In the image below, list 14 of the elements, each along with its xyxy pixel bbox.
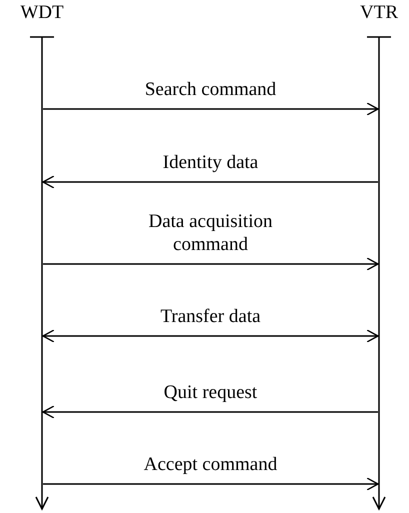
message-label: Accept command bbox=[142, 453, 278, 476]
message-label: Quit request bbox=[162, 381, 258, 404]
message-label: Identity data bbox=[162, 151, 260, 174]
message-label: Search command bbox=[144, 78, 278, 101]
message-label: Transfer data bbox=[159, 305, 262, 328]
message-arrow bbox=[43, 257, 379, 271]
message-arrow bbox=[43, 102, 379, 116]
message-arrow bbox=[42, 405, 378, 419]
message-arrow bbox=[42, 329, 379, 343]
message-arrow bbox=[42, 175, 378, 189]
message-arrow bbox=[43, 477, 379, 491]
message-label: Data acquisition command bbox=[148, 210, 274, 256]
participant-label: WDT bbox=[20, 2, 64, 24]
participant-label: VTR bbox=[360, 2, 398, 24]
